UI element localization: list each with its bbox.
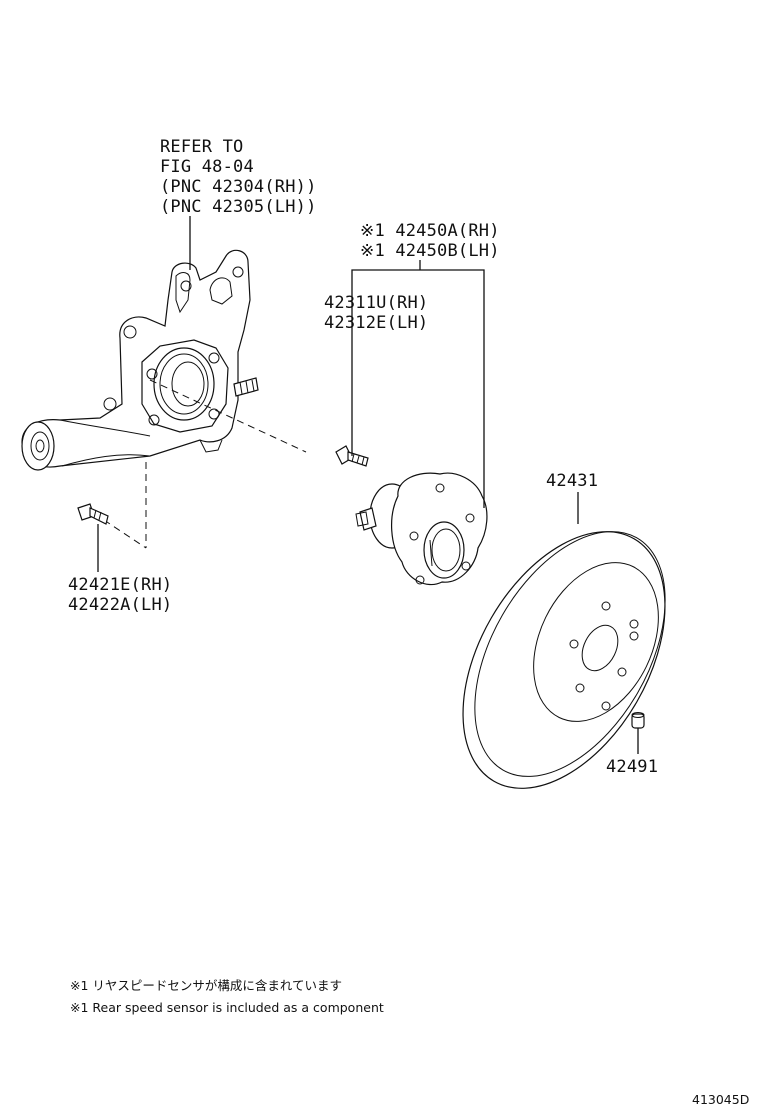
hub-assembly-drawing [355,472,488,586]
brake-disc-label: 42431 [546,471,598,491]
knuckle-ref-line2: FIG 48-04 [160,157,254,177]
knuckle-bolt-drawing [77,503,109,525]
hub-bolt-drawing [335,445,369,467]
note-japanese: ※1 リヤスピードセンサが構成に含まれています [70,978,342,993]
knuckle-ref-line3: (PNC 42304(RH)) [160,177,317,197]
knuckle-bolt-lh-label: 42422A(LH) [68,595,172,615]
disc-screw-label: 42491 [606,757,658,777]
brake-disc-drawing [462,531,666,789]
leader-hub-assembly [351,269,485,508]
knuckle-ref-line1: REFER TO [160,137,243,157]
hub-assembly-rh-label: ※1 42450A(RH) [360,221,500,241]
hub-bolt-lh-label: 42312E(LH) [324,313,428,333]
hub-assembly-lh-label: ※1 42450B(LH) [360,241,500,261]
alignment-line-bolt-2 [103,519,147,549]
hub-bolt-rh-label: 42311U(RH) [324,293,428,313]
disc-screw-drawing [631,712,645,729]
alignment-line-hub [149,379,307,453]
knuckle-drawing [21,249,259,471]
note-english: ※1 Rear speed sensor is included as a co… [70,1000,384,1015]
knuckle-ref-line4: (PNC 42305(LH)) [160,197,317,217]
figure-id: 413045D [692,1092,749,1107]
knuckle-bolt-rh-label: 42421E(RH) [68,575,172,595]
